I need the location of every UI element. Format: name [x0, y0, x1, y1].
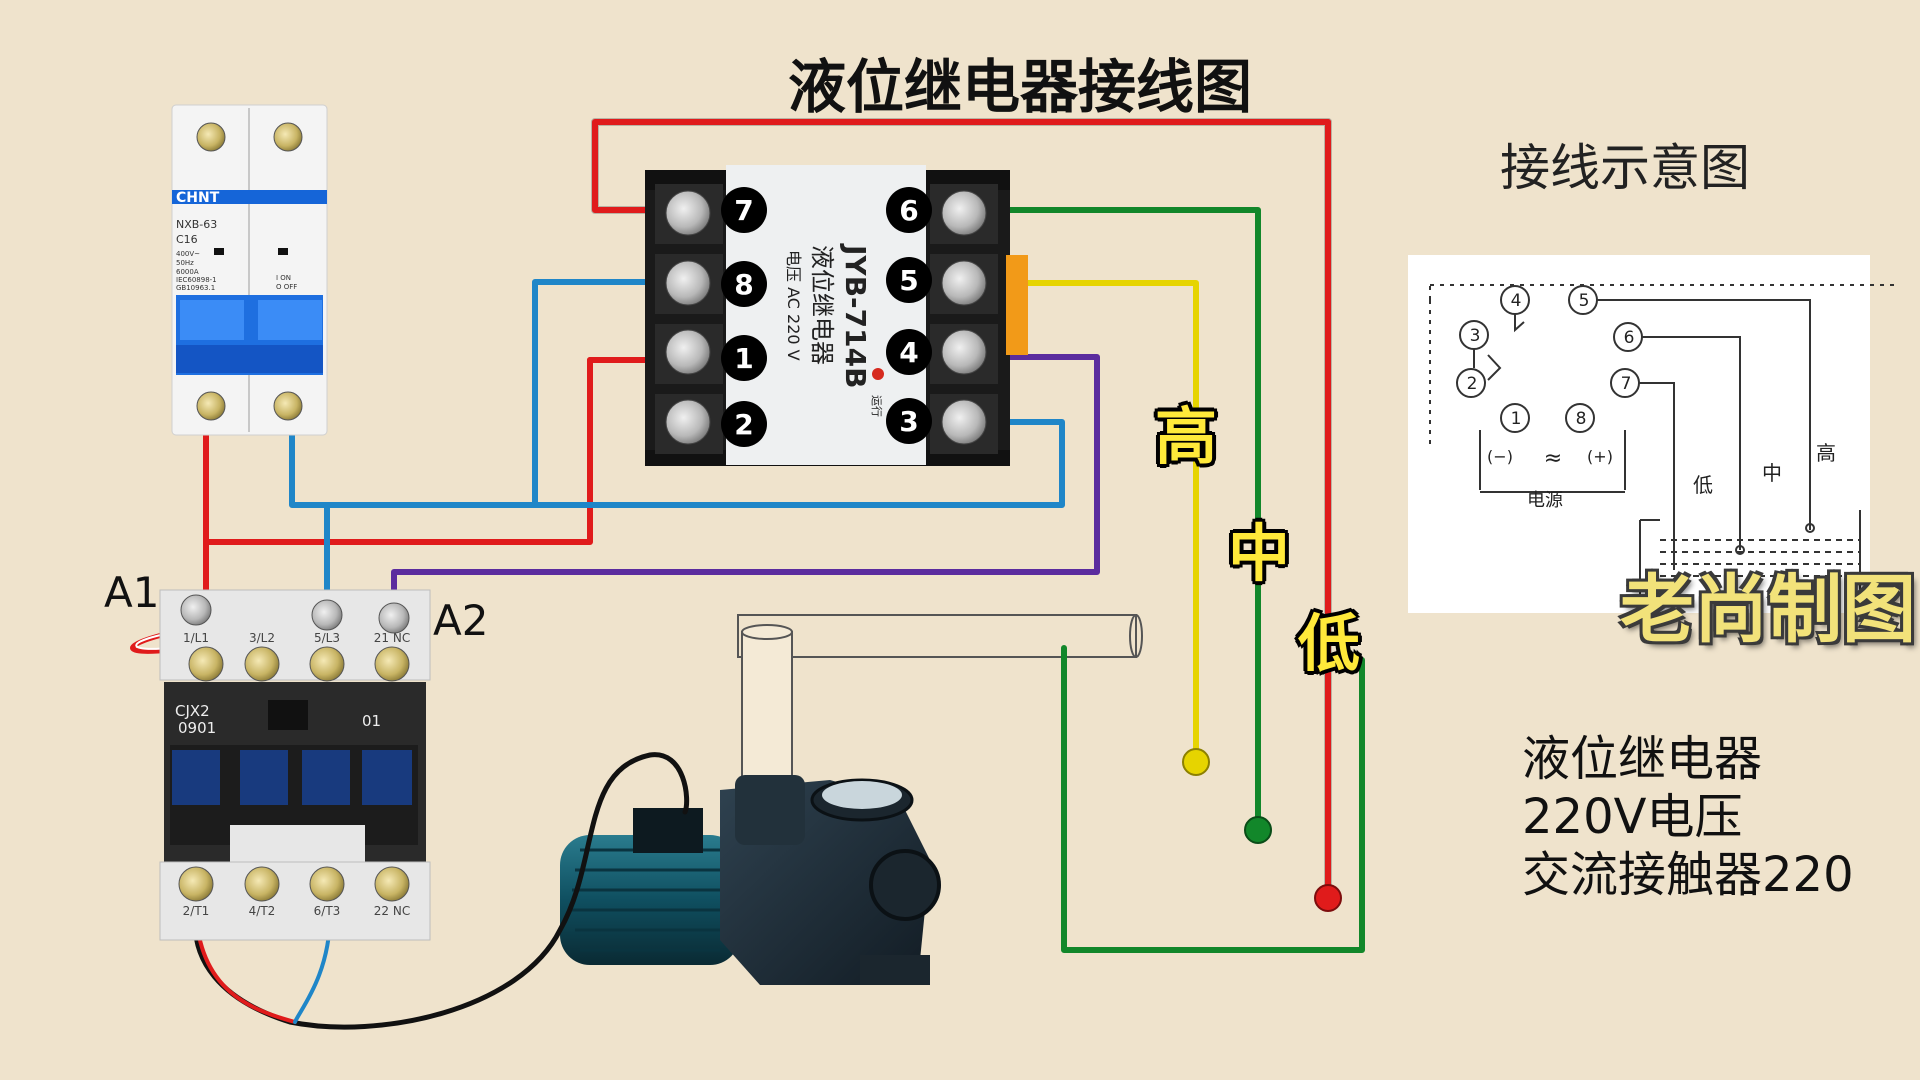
contactor-term-bottom-2: 4/T2 [249, 904, 276, 918]
contactor-model-line2: 0901 [178, 719, 216, 737]
green-wire [972, 207, 1365, 953]
breaker-brand: CHNT [176, 190, 220, 206]
contactor-term-bottom-4: 22 NC [374, 904, 410, 918]
probe-high-electrode [1182, 748, 1210, 776]
relay-model: JYB-714B [839, 243, 872, 388]
outlet-pipe [737, 614, 1137, 658]
contactor-term-top-1: 1/L1 [183, 631, 209, 645]
coil-a2-label: A2 [433, 596, 489, 645]
relay-pin-8: 8 [734, 268, 753, 301]
breaker-spec-1: 50Hz [176, 259, 194, 267]
ac-contactor: CJX2 0901 01 1/L1 3/L2 5/L3 21 NC 2/T1 4… [159, 589, 431, 941]
relay-run-label: 运行 [870, 395, 883, 417]
schem-label-mid: 中 [1762, 461, 1782, 485]
schem-label-low: 低 [1693, 473, 1713, 497]
schem-power-label: 电源 [1527, 490, 1563, 511]
note-line-1: 液位继电器 [1522, 731, 1763, 787]
schem-pin-2: 2 [1467, 374, 1478, 394]
page-title: 液位继电器接线图 [787, 53, 1252, 121]
probe-mid-label: 中 [1228, 517, 1291, 590]
relay-pin-3: 3 [899, 405, 918, 438]
breaker-spec-3: IEC60898-1 [176, 276, 217, 284]
relay-pin-1: 1 [734, 342, 753, 375]
schem-power-tilde: ≈ [1544, 446, 1562, 471]
note-line-3: 交流接触器220 [1522, 847, 1854, 903]
breaker-spec-2: 6000A [176, 268, 199, 276]
relay-run-led [872, 368, 884, 380]
relay-name: 液位继电器 [808, 245, 836, 365]
schem-label-high: 高 [1816, 441, 1836, 465]
schematic-panel: 4 5 3 6 2 7 1 8 (−) ≈ (+) 电源 低 中 高 [1408, 255, 1900, 613]
probe-low-electrode [1314, 884, 1342, 912]
schem-power-plus: (+) [1587, 447, 1613, 466]
probe-mid-electrode [1244, 816, 1272, 844]
schem-pin-4: 4 [1511, 291, 1522, 311]
notes-block: 液位继电器 220V电压 交流接触器220 [1522, 730, 1854, 904]
watermark-logo: 老尚制图 [1620, 567, 1916, 653]
breaker-model: NXB-63 [176, 218, 217, 231]
contactor-term-bottom-3: 6/T3 [314, 904, 341, 918]
breaker-spec-0: 400V~ [176, 250, 200, 258]
probe-low-label: 低 [1298, 607, 1361, 680]
contactor-term-bottom-1: 2/T1 [183, 904, 210, 918]
relay-pin-5: 5 [899, 264, 918, 297]
note-line-2: 220V电压 [1522, 789, 1743, 845]
coil-a1-label: A1 [104, 568, 160, 617]
relay-pin-4: 4 [899, 336, 918, 369]
breaker-spec-4: GB10963.1 [176, 284, 215, 292]
breaker-toggle[interactable] [176, 345, 323, 373]
breaker-off-label: O OFF [276, 283, 297, 291]
contactor-term-top-3: 5/L3 [314, 631, 340, 645]
circuit-breaker: CHNT NXB-63 C16 400V~ 50Hz 6000A IEC6089… [171, 104, 328, 436]
schematic-title: 接线示意图 [1500, 139, 1750, 197]
level-relay: JYB-714B 液位继电器 电压 AC 220 V 运行 7 8 [645, 165, 1028, 466]
relay-pin-7: 7 [734, 194, 753, 227]
schem-pin-6: 6 [1624, 328, 1635, 348]
relay-voltage: 电压 AC 220 V [784, 250, 803, 361]
yellow-wire [972, 280, 1199, 765]
contactor-term-top-4: 21 NC [374, 631, 410, 645]
purple-wire [391, 354, 1100, 615]
schem-pin-3: 3 [1470, 326, 1481, 346]
inlet-pipe [741, 631, 793, 803]
relay-pin-6: 6 [899, 194, 918, 227]
breaker-on-label: I ON [276, 274, 291, 282]
schem-pin-5: 5 [1579, 291, 1590, 311]
schem-pin-8: 8 [1576, 409, 1587, 429]
contactor-aux-label: 01 [362, 712, 381, 730]
schem-pin-7: 7 [1621, 374, 1632, 394]
contactor-term-top-2: 3/L2 [249, 631, 275, 645]
schem-power-minus: (−) [1487, 447, 1513, 466]
schem-pin-1: 1 [1511, 409, 1522, 429]
water-pump [560, 614, 1143, 985]
contactor-model-line1: CJX2 [175, 702, 210, 720]
relay-pin-2: 2 [734, 408, 753, 441]
breaker-rating: C16 [176, 233, 198, 246]
probe-high-label: 高 [1155, 400, 1218, 473]
